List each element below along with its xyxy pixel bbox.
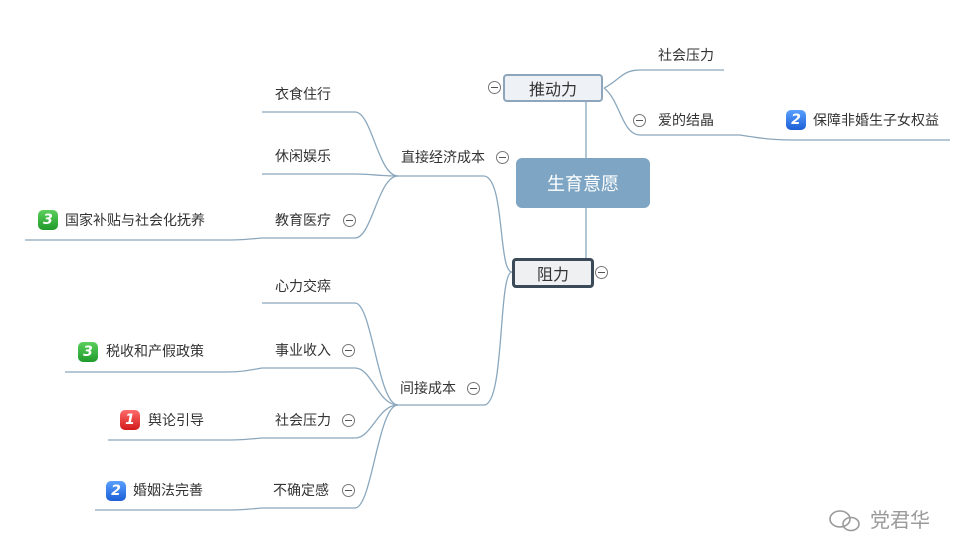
drive-label: 推动力 — [528, 80, 577, 99]
career-child-label[interactable]: 税收和产假政策 — [106, 344, 204, 360]
uncertainty-child-label[interactable]: 婚姻法完善 — [133, 483, 203, 499]
pressure-collapse-icon[interactable] — [342, 414, 355, 427]
wechat-icon — [829, 510, 860, 532]
drive-child-love[interactable]: 爱的结晶 — [658, 113, 714, 129]
resist-label: 阻力 — [536, 265, 569, 284]
watermark-text: 党君华 — [870, 508, 930, 532]
direct-child-leisure[interactable]: 休闲娱乐 — [275, 149, 331, 165]
central-topic[interactable]: 生育意愿 — [516, 158, 650, 208]
indirect-collapse-icon[interactable] — [467, 382, 480, 395]
career-collapse-icon[interactable] — [342, 344, 355, 357]
indirect-child-social-pressure[interactable]: 社会压力 — [275, 413, 331, 429]
love-collapse-icon[interactable] — [633, 114, 646, 127]
indirect-child-career[interactable]: 事业收入 — [275, 343, 331, 359]
priority-3-icon: 3 — [38, 210, 58, 230]
direct-collapse-icon[interactable] — [496, 151, 509, 164]
love-child-label[interactable]: 保障非婚生子女权益 — [813, 113, 939, 129]
drive-collapse-icon[interactable] — [488, 81, 501, 94]
indirect-child-uncertainty[interactable]: 不确定感 — [273, 483, 329, 499]
priority-1-icon: 1 — [120, 410, 140, 430]
priority-2-icon: 2 — [106, 481, 126, 501]
priority-2-icon: 2 — [786, 110, 806, 130]
uncertainty-collapse-icon[interactable] — [342, 484, 355, 497]
pressure-child-label[interactable]: 舆论引导 — [148, 413, 204, 429]
direct-child-living[interactable]: 衣食住行 — [275, 87, 331, 103]
indirect-child-exhaustion[interactable]: 心力交瘁 — [275, 279, 331, 295]
education-collapse-icon[interactable] — [343, 214, 356, 227]
direct-child-education[interactable]: 教育医疗 — [275, 213, 331, 229]
direct-cost-node[interactable]: 直接经济成本 — [401, 150, 485, 166]
drive-child-social-pressure[interactable]: 社会压力 — [658, 48, 714, 64]
priority-3-icon: 3 — [78, 342, 98, 362]
resist-node[interactable]: 阻力 — [512, 258, 594, 288]
drive-node[interactable]: 推动力 — [503, 74, 603, 102]
resist-collapse-icon[interactable] — [595, 266, 608, 279]
indirect-cost-node[interactable]: 间接成本 — [400, 381, 456, 397]
education-child-label[interactable]: 国家补贴与社会化抚养 — [65, 213, 205, 229]
